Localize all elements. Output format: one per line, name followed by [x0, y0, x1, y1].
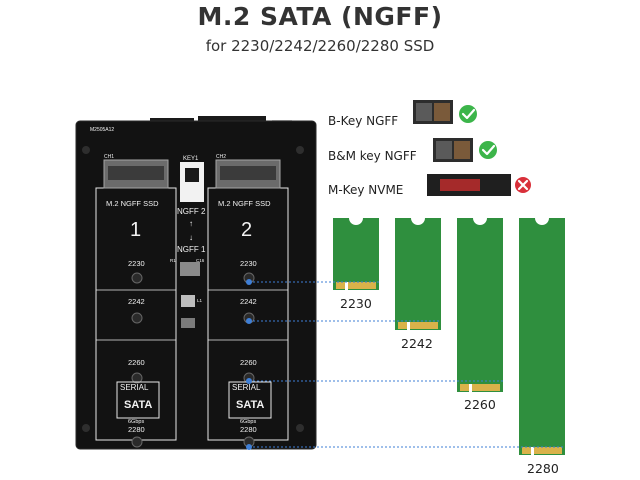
leader-dot-2242 — [246, 318, 252, 324]
ssd-gold-contacts — [460, 384, 500, 391]
ssd-gold-contacts — [522, 447, 562, 454]
ssd-stick-2242 — [395, 218, 441, 330]
controller-chip — [180, 262, 200, 276]
mount-hole-2230-slot1 — [131, 272, 143, 284]
sata-logo-text-1: SATA — [124, 399, 152, 411]
cross-icon — [515, 177, 531, 193]
page-title: M.2 SATA (NGFF) — [197, 2, 443, 31]
b-key-ssd-chip — [413, 100, 453, 124]
ssd-pcb — [333, 218, 379, 290]
r1-label: R1 — [170, 258, 176, 263]
key-type-label-m-key: M-Key NVME — [328, 183, 404, 197]
serial-text-1: SERIAL — [120, 383, 149, 392]
screw-hole — [82, 424, 90, 432]
mount-hole-2260-slot1 — [131, 372, 143, 384]
sata-logo-text-2: SATA — [236, 399, 264, 411]
ssd-size-label-2260: 2260 — [464, 397, 496, 412]
ssd-pcb — [395, 218, 441, 330]
board-size-mark: 2280 — [240, 425, 257, 434]
bm-key-ssd-chip — [433, 138, 473, 162]
ssd-stick-2260 — [457, 218, 503, 392]
switch-bottom-label: NGFF 1 — [177, 245, 206, 254]
board-size-mark: 2230 — [240, 259, 257, 268]
ssd-stick-2280 — [519, 218, 565, 455]
m-key-nvme-ssd — [427, 174, 511, 196]
key-type-label-bm-key: B&M key NGFF — [328, 149, 417, 163]
mount-hole-2242-slot1 — [131, 312, 143, 324]
key-switch-label: KEY1 — [183, 156, 199, 162]
inductor — [181, 295, 195, 307]
serial-logo-1 — [116, 381, 160, 419]
board-size-mark: 2260 — [240, 358, 257, 367]
board-size-mark: 2230 — [128, 259, 145, 268]
check-icon — [459, 105, 477, 123]
ssd-size-label-2280: 2280 — [527, 461, 559, 476]
board-size-mark: 2260 — [128, 358, 145, 367]
check-icon — [479, 141, 497, 159]
leader-dot-2280 — [246, 444, 252, 450]
ssd-key-notch — [345, 282, 348, 290]
ssd-size-label-2242: 2242 — [401, 336, 433, 351]
ch1-label: CH1 — [104, 154, 114, 160]
board-size-mark: 2242 — [128, 297, 145, 306]
switch-top-label: NGFF 2 — [177, 207, 206, 216]
switch-arrow-up-icon: ↑ — [189, 219, 193, 228]
ssd-gold-contacts — [336, 282, 376, 289]
key-type-label-b-key: B-Key NGFF — [328, 114, 399, 128]
switch-arrow-down-icon: ↓ — [189, 233, 193, 242]
screw-hole — [296, 146, 304, 154]
slot-2-name: M.2 NGFF SSD — [218, 199, 271, 208]
slot-2-number: 2 — [241, 219, 252, 241]
slot-1-number: 1 — [130, 219, 141, 241]
leader-dot-2230 — [246, 279, 252, 285]
screw-hole — [82, 146, 90, 154]
ssd-key-notch — [407, 322, 410, 330]
ch2-label: CH2 — [216, 154, 226, 160]
board-model: M2505A12 — [90, 127, 114, 133]
l1-label: L1 — [197, 298, 203, 303]
board-size-mark: 2280 — [128, 425, 145, 434]
screw-hole — [296, 424, 304, 432]
ssd-key-notch — [531, 447, 534, 455]
gbps-text-1: 6Gbps — [128, 419, 144, 425]
ssd-pcb — [519, 218, 565, 455]
page-subtitle: for 2230/2242/2260/2280 SSD — [205, 37, 435, 55]
pcb — [75, 120, 317, 450]
ssd-size-label-2230: 2230 — [340, 296, 372, 311]
ssd-key-notch — [469, 384, 472, 392]
slot-1-name: M.2 NGFF SSD — [106, 199, 159, 208]
ssd-stick-2230 — [333, 218, 379, 290]
c16-label: C16 — [196, 258, 205, 263]
adapter-board — [75, 116, 317, 450]
ssd-gold-contacts — [398, 322, 438, 329]
gbps-text-2: 6Gbps — [240, 419, 256, 425]
leader-dot-2260 — [246, 378, 252, 384]
mount-hole-2280-slot1 — [131, 436, 143, 448]
ssd-pcb — [457, 218, 503, 392]
board-size-mark: 2242 — [240, 297, 257, 306]
serial-text-2: SERIAL — [232, 383, 261, 392]
